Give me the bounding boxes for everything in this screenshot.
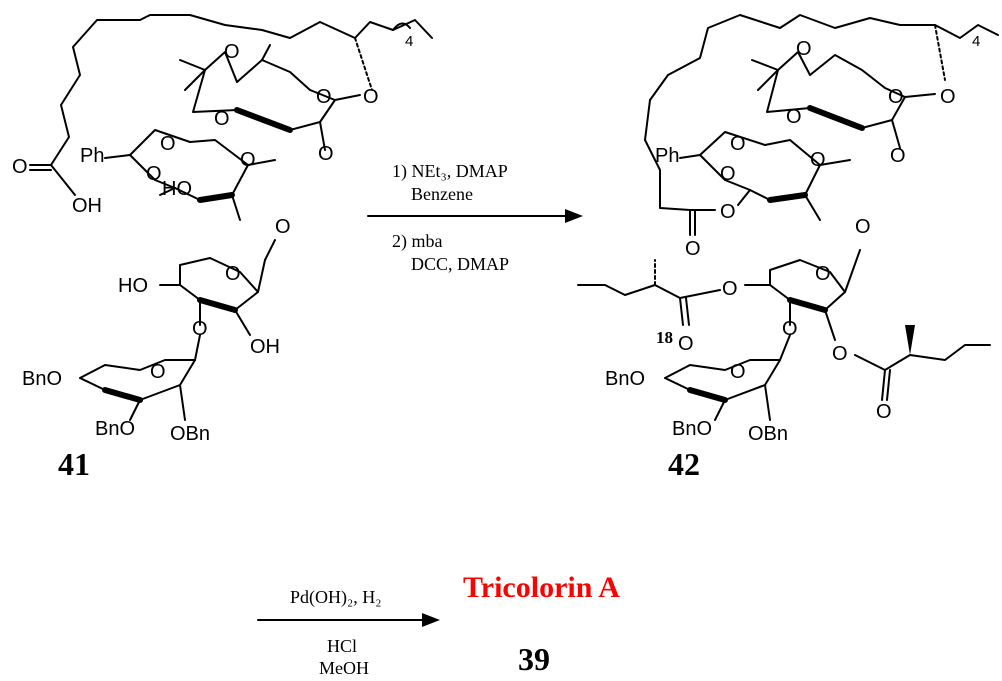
atom-O: O — [786, 106, 802, 128]
atom-O: O — [160, 133, 176, 155]
atom-O: O — [876, 401, 892, 423]
compound-label-41: 41 — [58, 446, 90, 482]
atom-O: O — [316, 86, 332, 108]
atom-O: O — [146, 163, 162, 185]
atom-O: O — [810, 149, 826, 171]
condition-step2-reagents: DCC, DMAP — [411, 254, 509, 274]
atom-O: O — [890, 145, 906, 167]
reaction-arrow-1 — [367, 209, 583, 223]
product-name: Tricolorin A — [463, 571, 620, 604]
atom-HO: HO — [118, 275, 148, 297]
atom-O: O — [240, 149, 256, 171]
atom-O: O — [940, 86, 956, 108]
chain-count-label: 4 — [972, 33, 980, 50]
atom-O: O — [318, 143, 334, 165]
final-solvent-1: HCl — [327, 636, 357, 656]
atom-O: O — [796, 38, 812, 60]
atom-O: O — [720, 163, 736, 185]
atom-O: O — [730, 361, 746, 383]
final-solvent-2: MeOH — [319, 658, 369, 678]
chain-count-label: 4 — [405, 33, 413, 50]
atom-OH: OH — [250, 336, 280, 358]
condition-step2: 2) mba — [392, 231, 442, 252]
atom-OBn: OBn — [748, 423, 788, 445]
atom-O: O — [225, 263, 241, 285]
atom-Ph: Ph — [655, 145, 679, 167]
atom-O: O — [363, 86, 379, 108]
atom-O: O — [685, 238, 701, 260]
atom-HO: HO — [162, 178, 192, 200]
atom-BnO: BnO — [22, 368, 62, 390]
atom-O: O — [224, 41, 240, 63]
condition-step1-solvent: Benzene — [411, 184, 473, 204]
atom-O: O — [720, 201, 736, 223]
reaction-arrow-2 — [257, 613, 440, 627]
atom-O: O — [855, 216, 871, 238]
atom-O: O — [832, 343, 848, 365]
atom-OBn: OBn — [170, 423, 210, 445]
carbon-label-18: 18 — [656, 328, 673, 347]
compound-label-42: 42 — [668, 446, 700, 482]
atom-O: O — [730, 133, 746, 155]
atom-O: O — [12, 156, 28, 178]
atom-O: O — [815, 263, 831, 285]
atom-O: O — [888, 86, 904, 108]
atom-Ph: Ph — [80, 145, 104, 167]
atom-BnO: BnO — [605, 368, 645, 390]
compound-42-structure — [577, 14, 999, 421]
atom-O: O — [214, 108, 230, 130]
atom-OH: OH — [72, 195, 102, 217]
condition-step1: 1) NEt₃, DMAP — [392, 161, 508, 182]
atom-O: O — [782, 318, 798, 340]
final-reagent: Pd(OH)₂, H₂ — [290, 587, 382, 608]
atom-O: O — [150, 361, 166, 383]
atom-BnO: BnO — [672, 418, 712, 440]
atom-BnO: BnO — [95, 418, 135, 440]
product-label-39: 39 — [518, 641, 550, 677]
atom-O: O — [192, 318, 208, 340]
atom-O: O — [678, 333, 694, 355]
atom-O: O — [275, 216, 291, 238]
atom-O: O — [722, 278, 738, 300]
compound-41-structure — [29, 14, 433, 421]
